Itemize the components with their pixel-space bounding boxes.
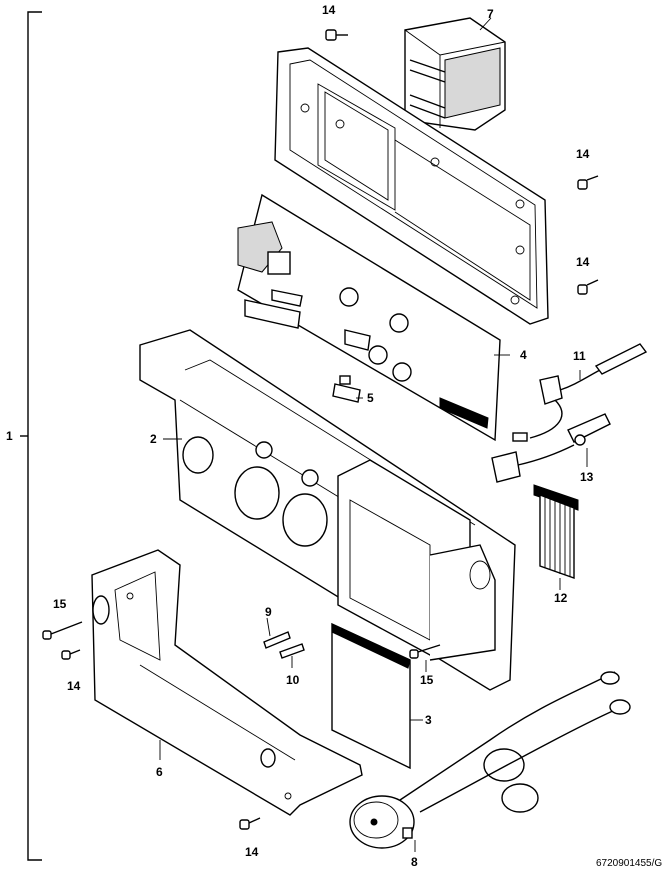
part-12-ribbon-cable [533, 484, 579, 579]
screw-14-right-upper [577, 175, 599, 190]
callout-6: 6 [156, 765, 163, 779]
callout-4: 4 [520, 348, 527, 362]
callout-2: 2 [150, 432, 157, 446]
screw-14-bottom [239, 817, 261, 830]
callout-14-top: 14 [322, 3, 336, 17]
callout-10: 10 [286, 673, 300, 687]
part-10-fuse [279, 643, 305, 659]
callout-1: 1 [6, 429, 13, 443]
part-3-cover-plate [331, 622, 411, 770]
screw-14-left [61, 649, 81, 660]
callout-7: 7 [487, 7, 494, 21]
screw-14-right-lower [577, 279, 599, 295]
part-5-connector [332, 375, 361, 403]
callout-5: 5 [367, 391, 374, 405]
screw-14-top [325, 29, 348, 41]
cover-frame [274, 47, 549, 325]
part-2-control-housing [139, 329, 516, 691]
callout-14-bottom: 14 [245, 845, 259, 859]
callout-15-right: 15 [420, 673, 434, 687]
callout-15-left: 15 [53, 597, 67, 611]
leader-lines [159, 17, 588, 852]
callout-14-right-upper: 14 [576, 147, 590, 161]
part-4-circuit-board [237, 193, 501, 442]
part-6-lower-bracket [91, 549, 363, 816]
part-8-gauge [349, 671, 631, 849]
part-13-connector-cable [491, 413, 611, 483]
callout-3: 3 [425, 713, 432, 727]
callout-9: 9 [265, 605, 272, 619]
callout-13: 13 [580, 470, 594, 484]
part-9-fuse [263, 631, 291, 649]
screw-15-right [409, 644, 441, 659]
callout-labels: 14 7 14 14 4 11 5 2 13 12 15 14 9 10 15 … [6, 3, 662, 869]
drawing-reference-code: 6720901455/G [596, 858, 662, 869]
callout-14-right-lower: 14 [576, 255, 590, 269]
part-11-sensor-cable [512, 343, 648, 442]
callout-11: 11 [573, 349, 586, 363]
part-7-relay-block [404, 17, 506, 131]
callout-12: 12 [554, 591, 568, 605]
callout-8: 8 [411, 855, 418, 869]
callout-14-left: 14 [67, 679, 81, 693]
screw-15-left [42, 621, 83, 640]
assembly-bracket [20, 11, 42, 861]
